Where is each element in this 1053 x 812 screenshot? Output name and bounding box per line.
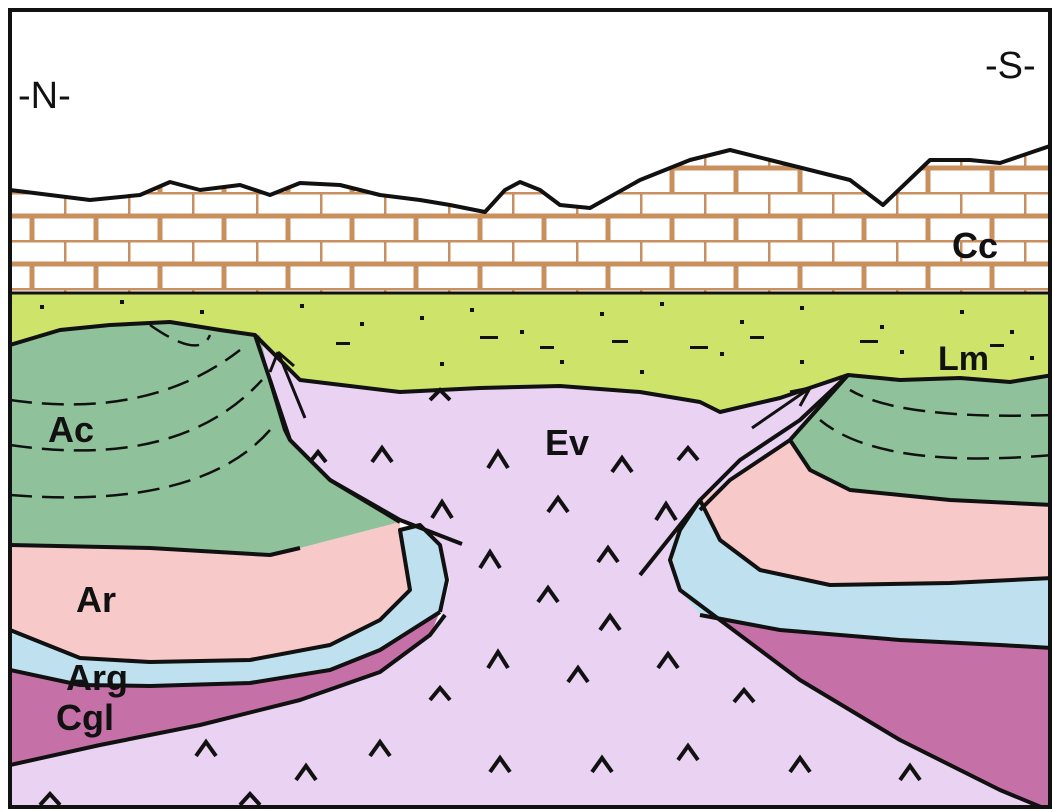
label-arg: Arg (66, 657, 128, 698)
label-ac: Ac (48, 409, 94, 450)
label-cgl: Cgl (56, 697, 114, 738)
north-label: -N- (18, 75, 71, 117)
unit-cc-limestone (10, 145, 1053, 293)
south-label: -S- (985, 45, 1036, 87)
label-cc: Cc (952, 225, 998, 266)
label-ev: Ev (545, 422, 589, 463)
label-ar: Ar (76, 579, 116, 620)
label-lm: Lm (938, 340, 989, 378)
